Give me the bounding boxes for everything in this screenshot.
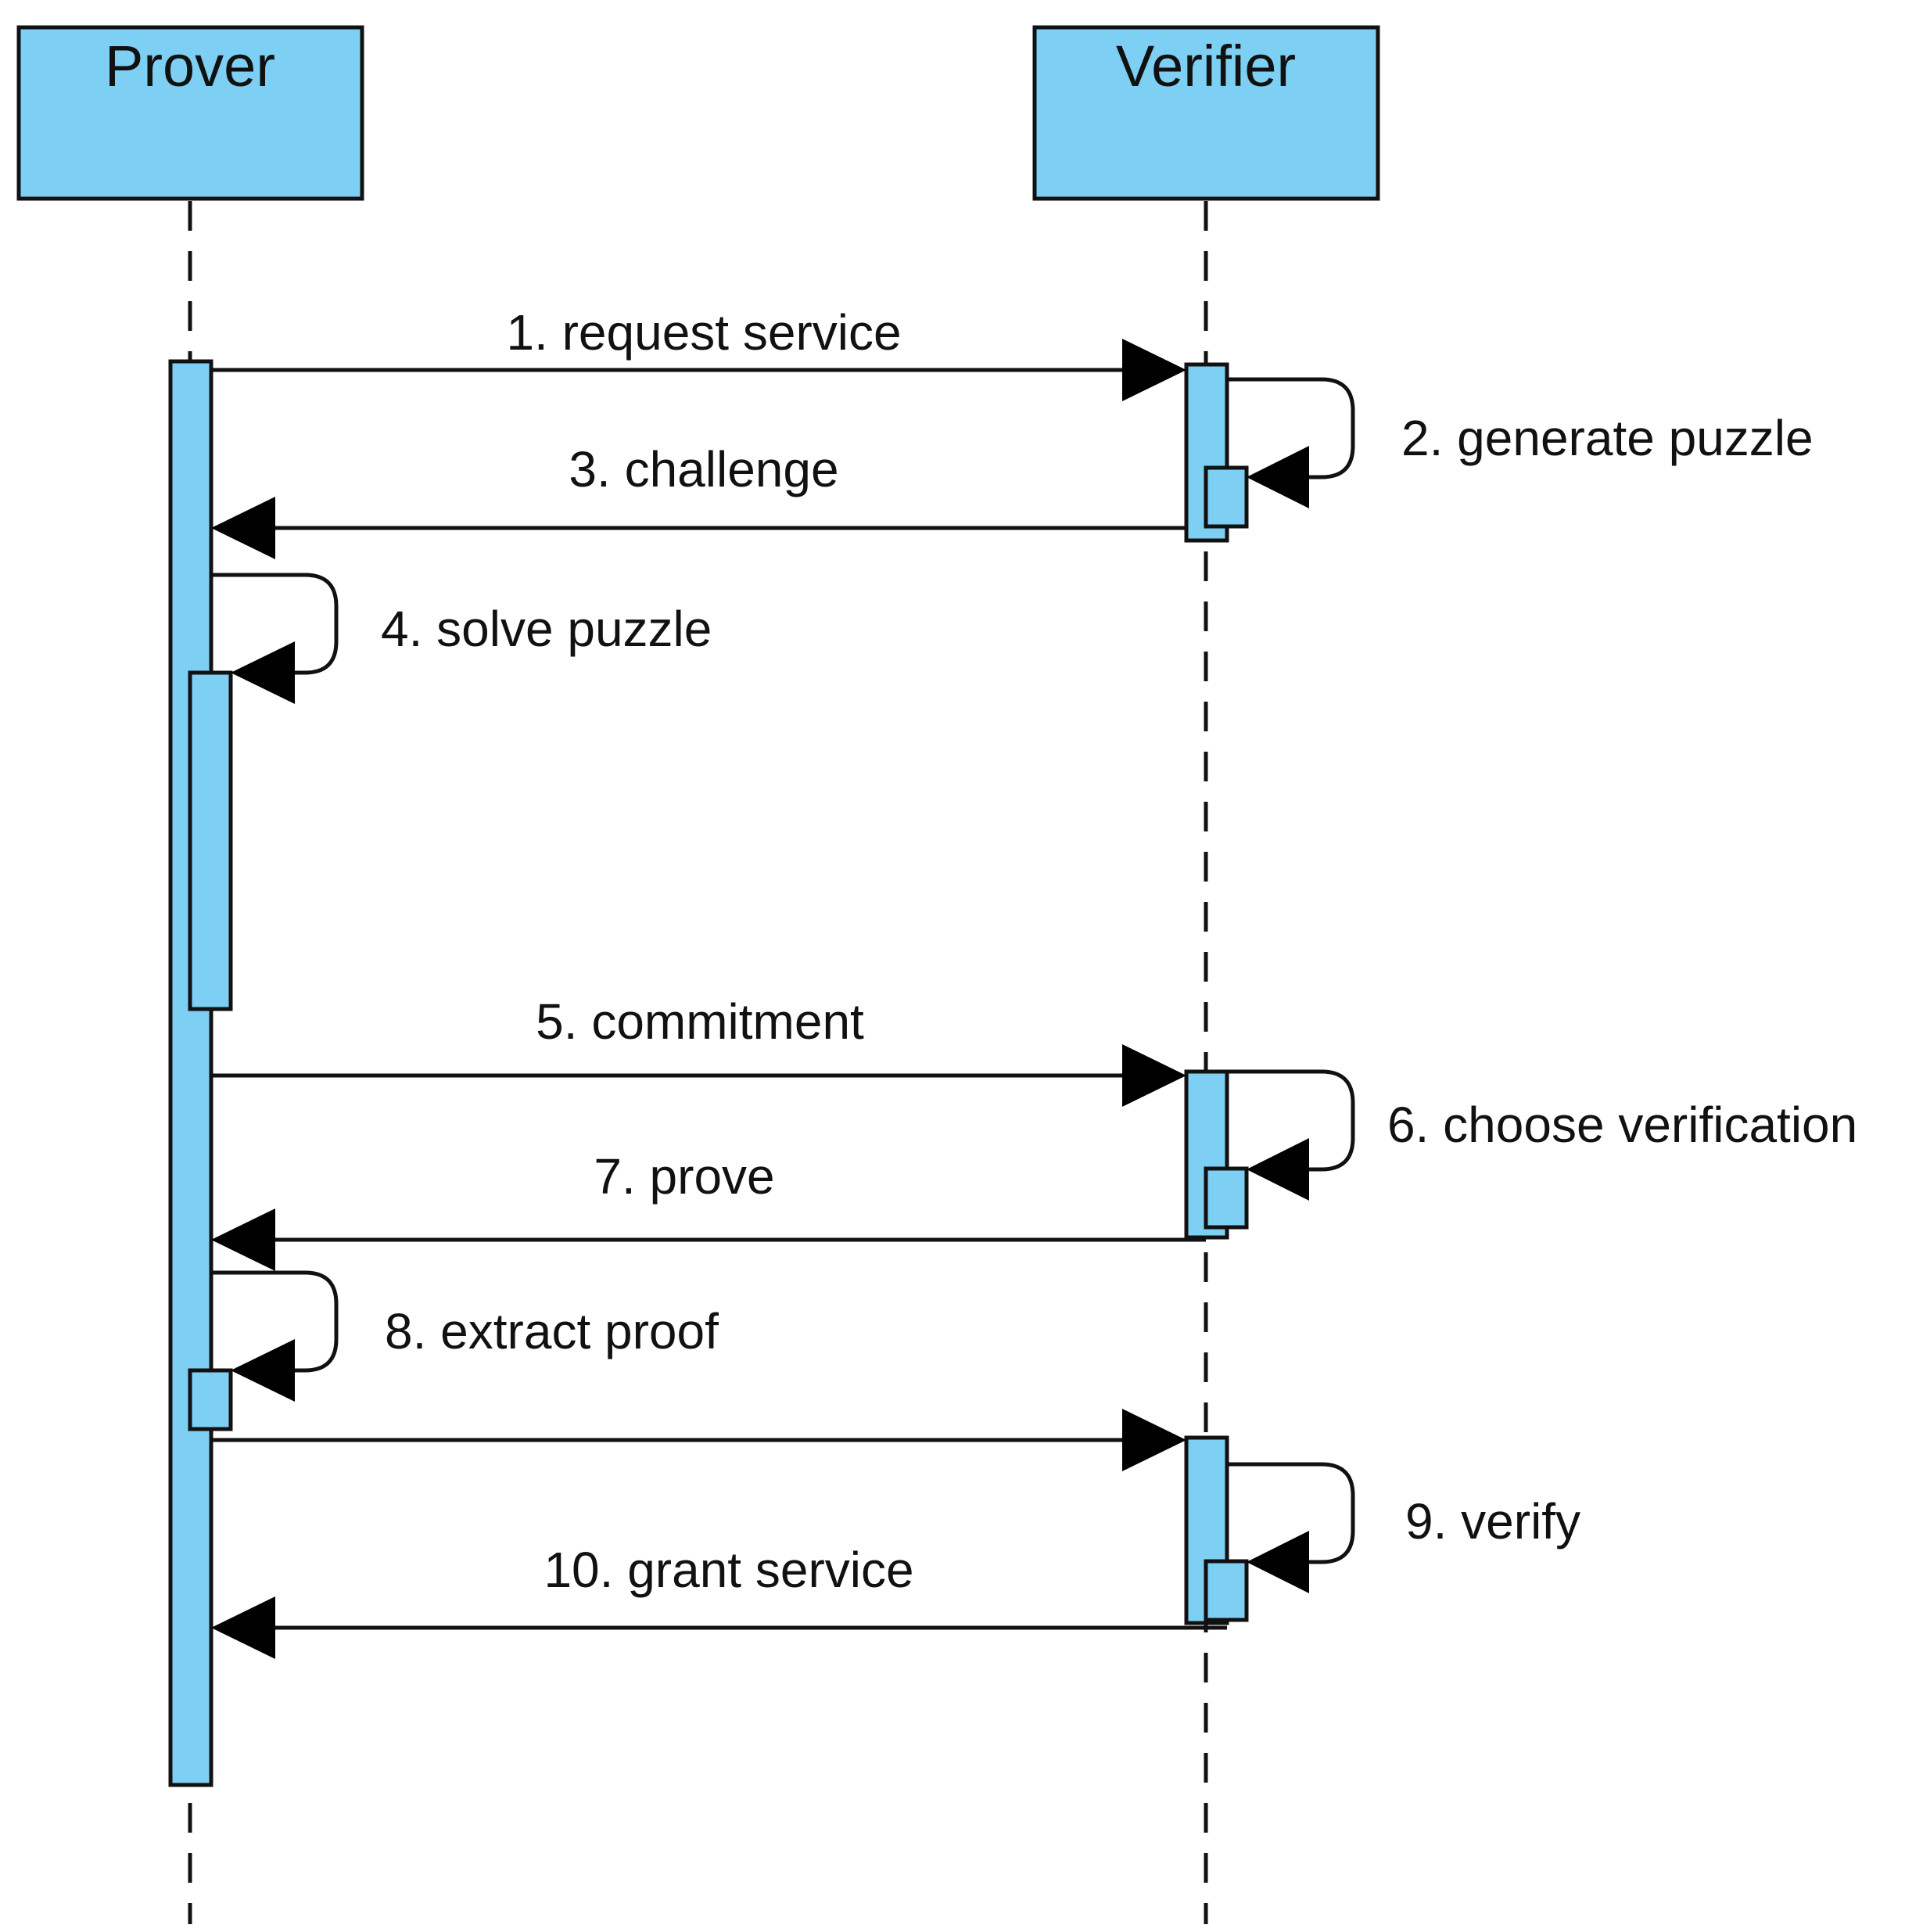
message-10: 10. grant service: [211, 1542, 1227, 1659]
activation-verifier-3-self: [1204, 1559, 1249, 1622]
message-6-line: [1227, 1069, 1355, 1172]
message-3-label: 3. challenge: [569, 441, 838, 497]
activation-prover-solve: [188, 670, 233, 1011]
message-2-label: 2. generate puzzle: [1401, 410, 1814, 466]
activation-verifier-1-self: [1204, 465, 1249, 529]
activation-prover-extract: [188, 1368, 233, 1431]
message-2-arrowhead: [1247, 446, 1309, 508]
message-8: 8. extract proof: [211, 1270, 719, 1402]
actor-prover: Prover: [16, 25, 364, 201]
message-1-label: 1. request service: [506, 304, 901, 361]
activation-verifier-2-self: [1204, 1166, 1249, 1230]
message-2-line: [1227, 377, 1355, 479]
message-1-arrowhead: [1122, 339, 1186, 401]
actor-prover-box: [16, 25, 364, 201]
message-6-label: 6. choose verification: [1387, 1097, 1857, 1153]
actor-prover-label: Prover: [105, 34, 275, 99]
message-10-arrowhead: [211, 1596, 275, 1659]
message-1: 1. request service: [211, 304, 1186, 401]
message-8-line: [211, 1270, 339, 1373]
actor-verifier: Verifier: [1032, 25, 1380, 201]
message-5: 5. commitment: [211, 993, 1186, 1107]
message-4: 4. solve puzzle: [211, 573, 712, 704]
message-6: 6. choose verification: [1227, 1069, 1857, 1201]
message-7-arrowhead: [211, 1208, 275, 1271]
message-8-label: 8. extract proof: [385, 1303, 719, 1359]
message-5-label: 5. commitment: [536, 993, 864, 1050]
activation-prover-main: [168, 359, 213, 1787]
actor-verifier-box: [1032, 25, 1380, 201]
message-4-line: [211, 573, 339, 675]
message-9-line: [1227, 1462, 1355, 1564]
message-3: 3. challenge: [211, 441, 1186, 559]
message-4-arrowhead: [231, 641, 295, 704]
message-9-arrowhead: [1247, 1531, 1309, 1593]
message-10-label: 10. grant service: [544, 1542, 913, 1598]
message-7: 7. prove: [211, 1148, 1206, 1271]
actor-verifier-label: Verifier: [1116, 34, 1296, 99]
message-8-arrowhead: [231, 1339, 295, 1402]
message-4-label: 4. solve puzzle: [381, 601, 712, 657]
message-5-arrowhead: [1122, 1044, 1186, 1107]
message-9-label: 9. verify: [1405, 1493, 1580, 1550]
message-3-arrowhead: [211, 497, 275, 559]
message-send-proof-arrowhead: [1122, 1409, 1186, 1471]
message-6-arrowhead: [1247, 1138, 1309, 1201]
message-2: 2. generate puzzle: [1227, 377, 1814, 508]
message-7-label: 7. prove: [594, 1148, 774, 1205]
message-send-proof: [211, 1409, 1186, 1471]
message-9: 9. verify: [1227, 1462, 1580, 1593]
